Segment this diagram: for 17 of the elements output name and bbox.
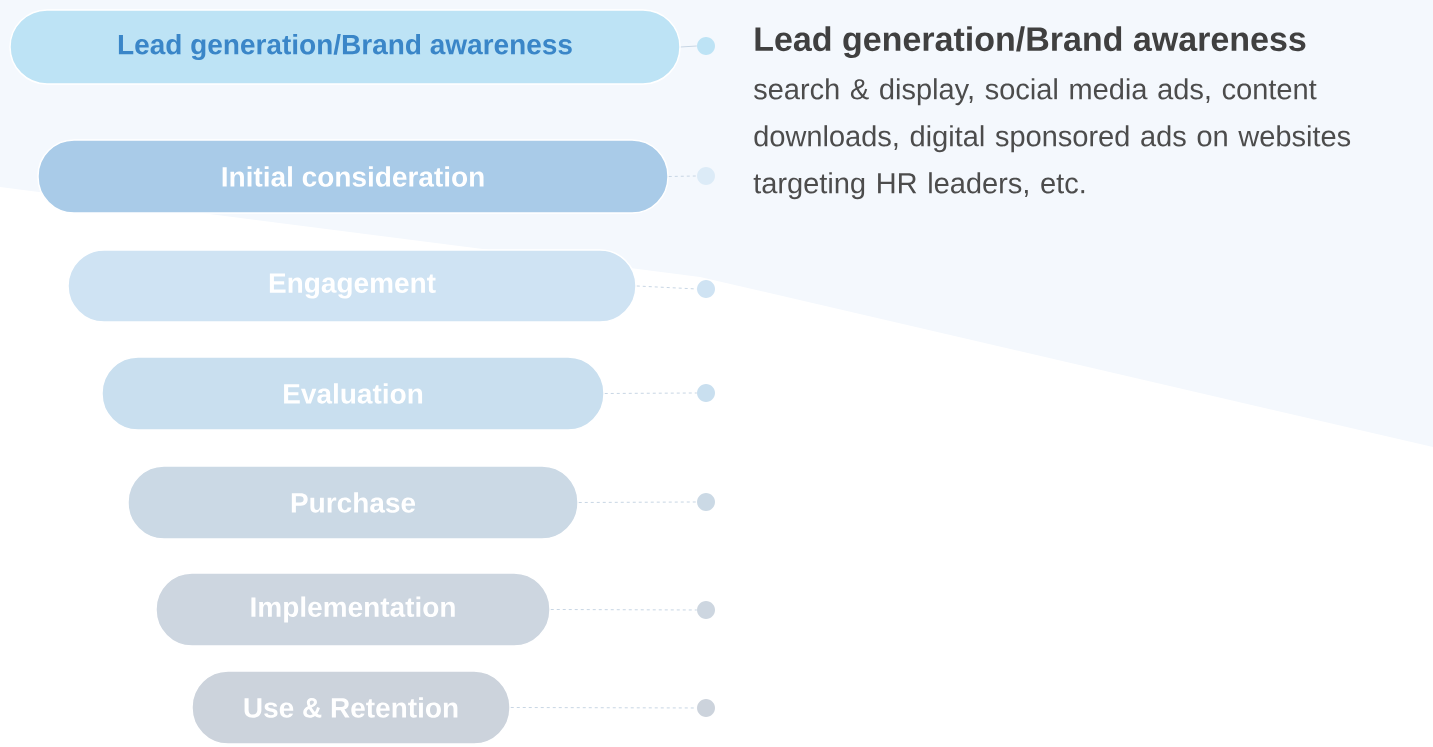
connector-dot xyxy=(697,37,715,55)
description: search & display, social media ads, content downloads, digital sponsored ads on websites targeting HR leaders, etc. xyxy=(753,78,1351,200)
stage-pill: Initial consideration xyxy=(37,139,669,214)
connector-line xyxy=(636,285,698,290)
connector-dot xyxy=(697,280,715,298)
connector-dot xyxy=(697,601,715,619)
connector-dot xyxy=(697,699,715,717)
stage-pill: Lead generation/Brand awareness xyxy=(9,9,681,85)
connector-line xyxy=(578,501,698,503)
connector-line xyxy=(680,45,698,48)
connector-dot xyxy=(697,167,715,185)
heading: Lead generation/Brand awareness xyxy=(755,26,1306,59)
connector-dot xyxy=(697,493,715,511)
connector-line xyxy=(550,609,698,611)
connector-dot xyxy=(697,384,715,402)
connector-line xyxy=(510,707,698,709)
connector-line xyxy=(604,392,698,394)
